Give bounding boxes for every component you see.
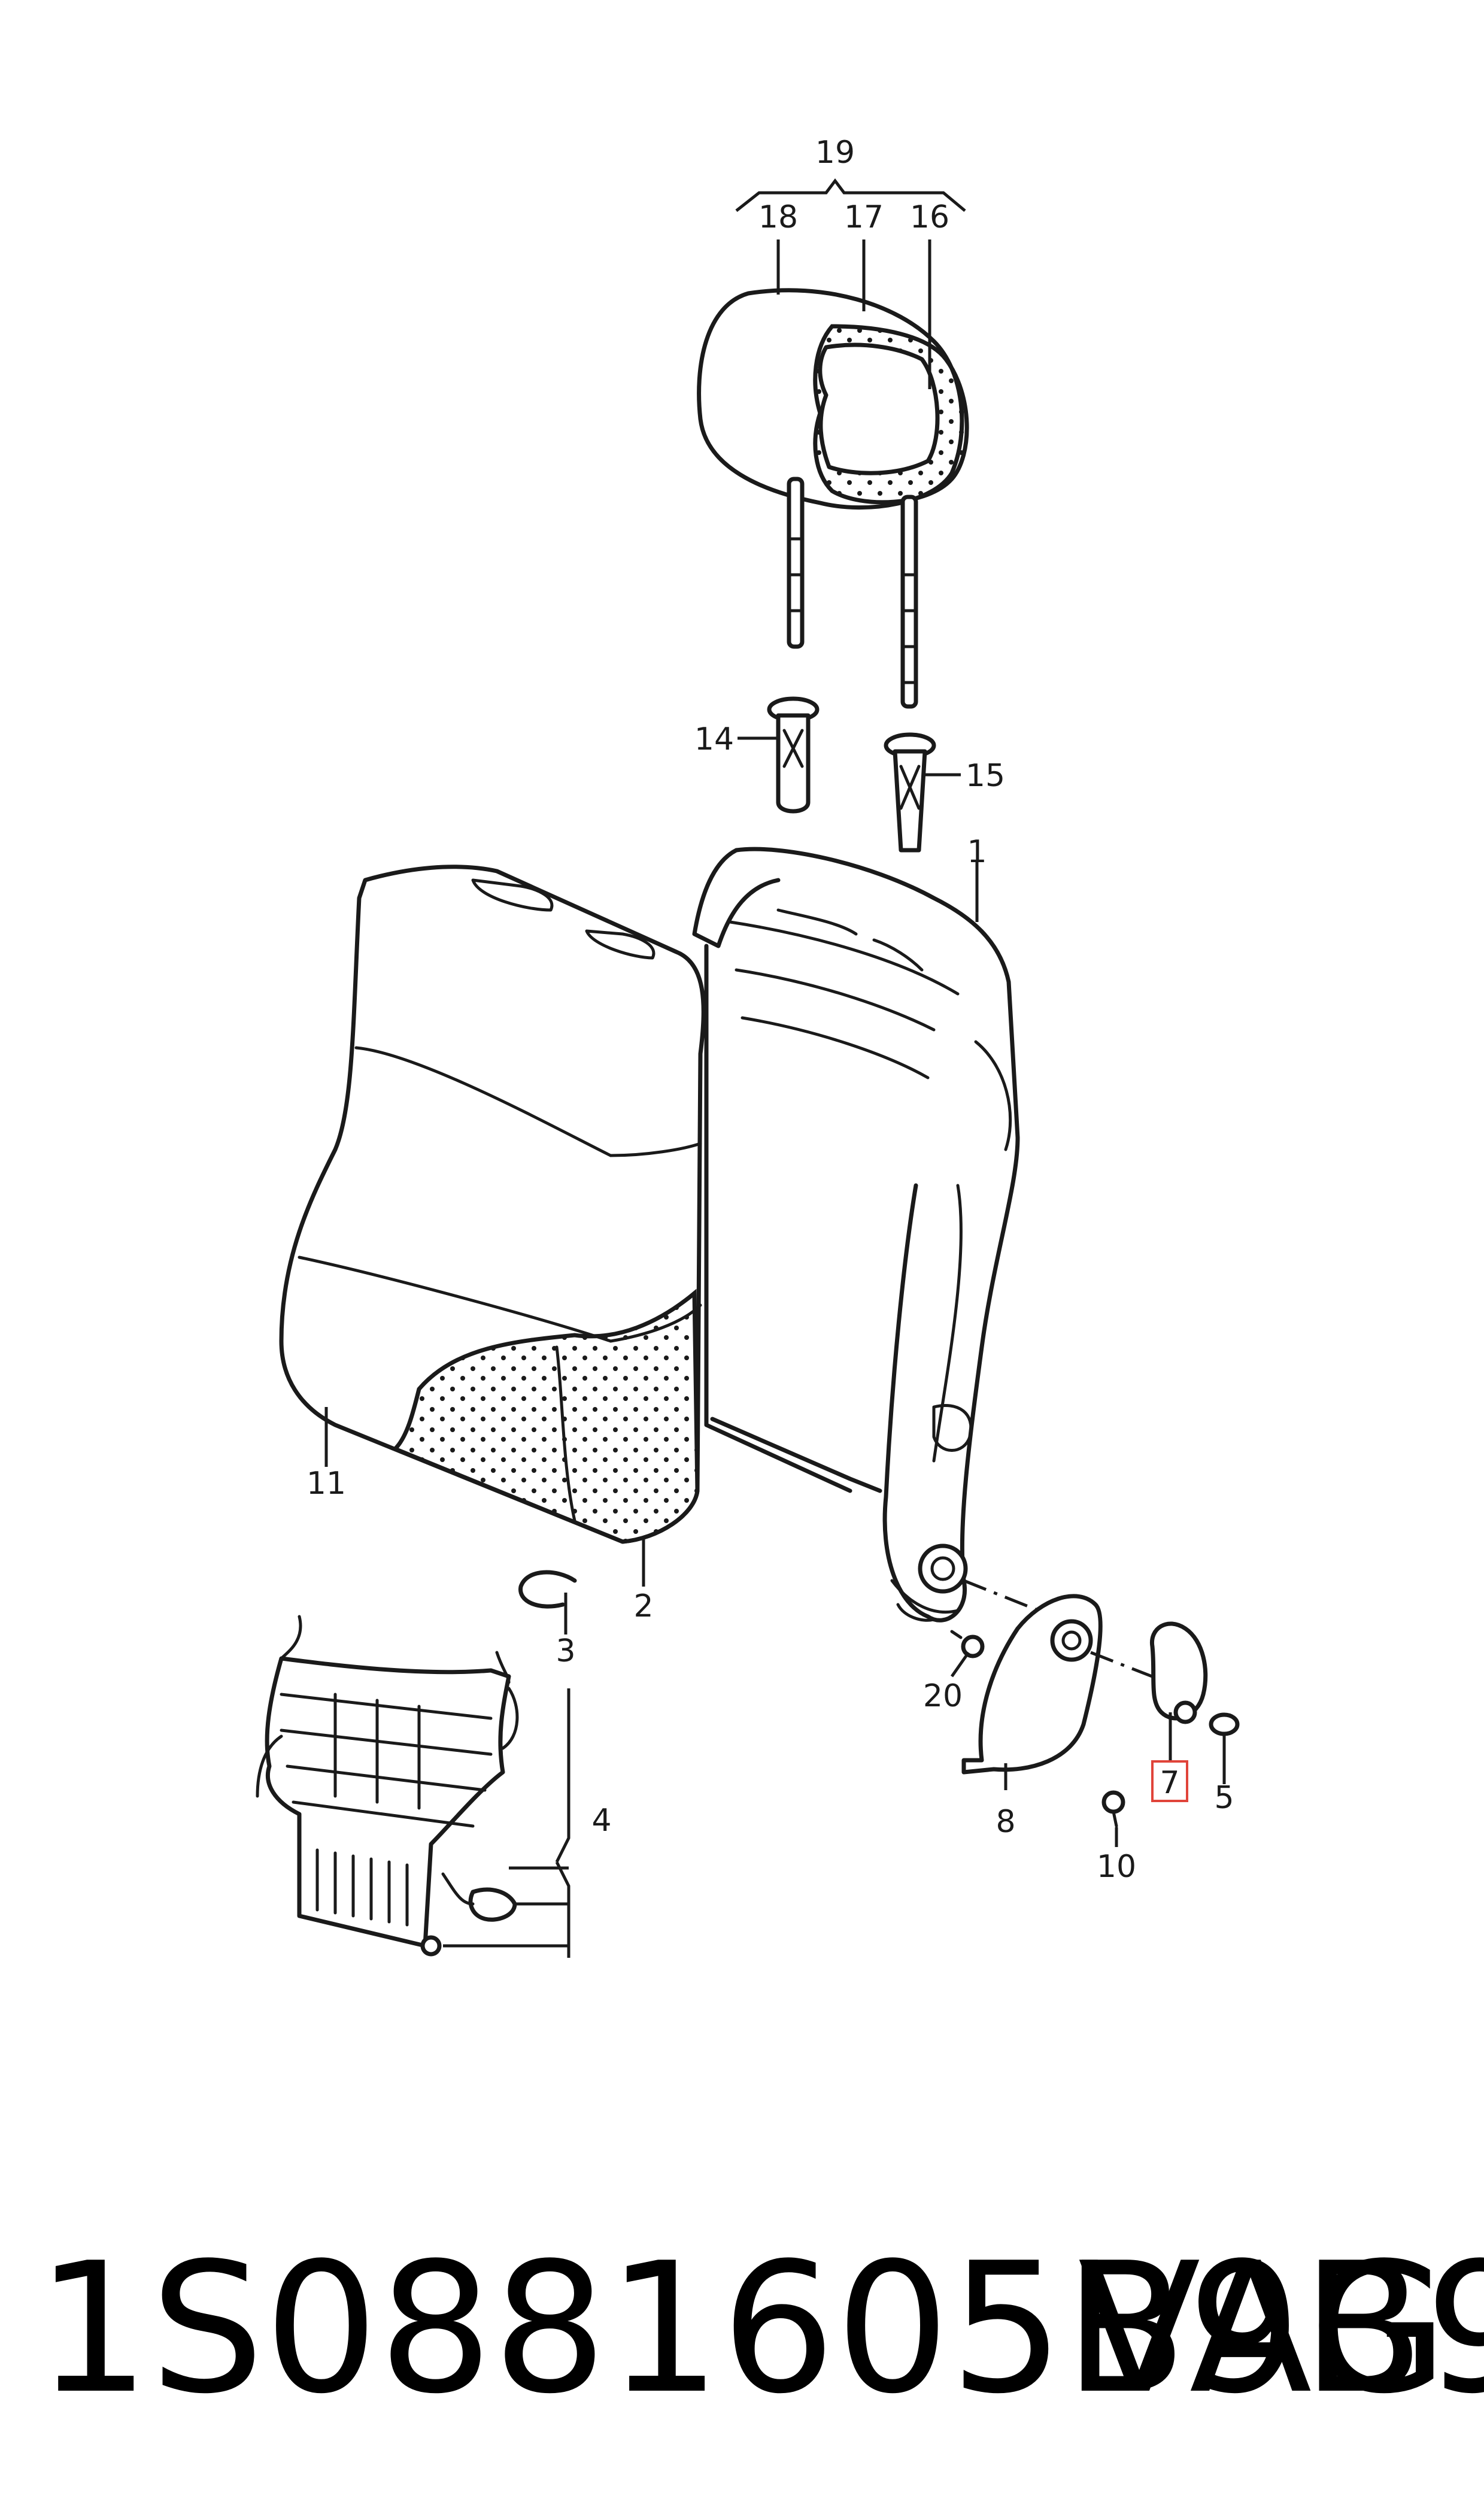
headrest-guide-15	[884, 732, 936, 853]
screw-5	[1209, 1712, 1240, 1736]
screw-20	[950, 1630, 985, 1658]
callout-19: 19	[815, 135, 855, 171]
callout-17: 17	[844, 199, 884, 235]
group-19-bracket	[735, 178, 966, 212]
lumbar-support-4	[256, 1615, 570, 1958]
callout-20: 20	[923, 1678, 963, 1714]
part-number: 1S0881605B9B9	[36, 2224, 1484, 2433]
backrest-cover	[279, 865, 706, 1544]
callout-8: 8	[996, 1804, 1015, 1840]
headrest	[697, 288, 969, 709]
callout-leaders	[324, 239, 1226, 1847]
callout-2: 2	[633, 1588, 653, 1624]
callout-7: 7	[1160, 1765, 1179, 1801]
callout-18: 18	[758, 199, 798, 235]
cap-7	[1149, 1621, 1208, 1724]
headrest-guide-14	[767, 696, 820, 814]
clip-3	[518, 1570, 577, 1609]
callout-15: 15	[966, 758, 1005, 794]
callout-16: 16	[910, 199, 949, 235]
trim-8	[961, 1594, 1168, 1775]
callout-7-highlight	[1151, 1760, 1188, 1802]
callout-3: 3	[556, 1633, 575, 1669]
callout-1: 1	[967, 834, 987, 870]
callout-5: 5	[1214, 1780, 1234, 1816]
screw-10	[1101, 1790, 1125, 1828]
callout-10: 10	[1097, 1849, 1136, 1885]
callout-4: 4	[591, 1803, 611, 1839]
backrest-frame	[692, 847, 1054, 1623]
callout-11: 11	[306, 1466, 346, 1502]
brand-label: VAG	[1078, 2224, 1448, 2433]
callout-14: 14	[694, 721, 734, 757]
